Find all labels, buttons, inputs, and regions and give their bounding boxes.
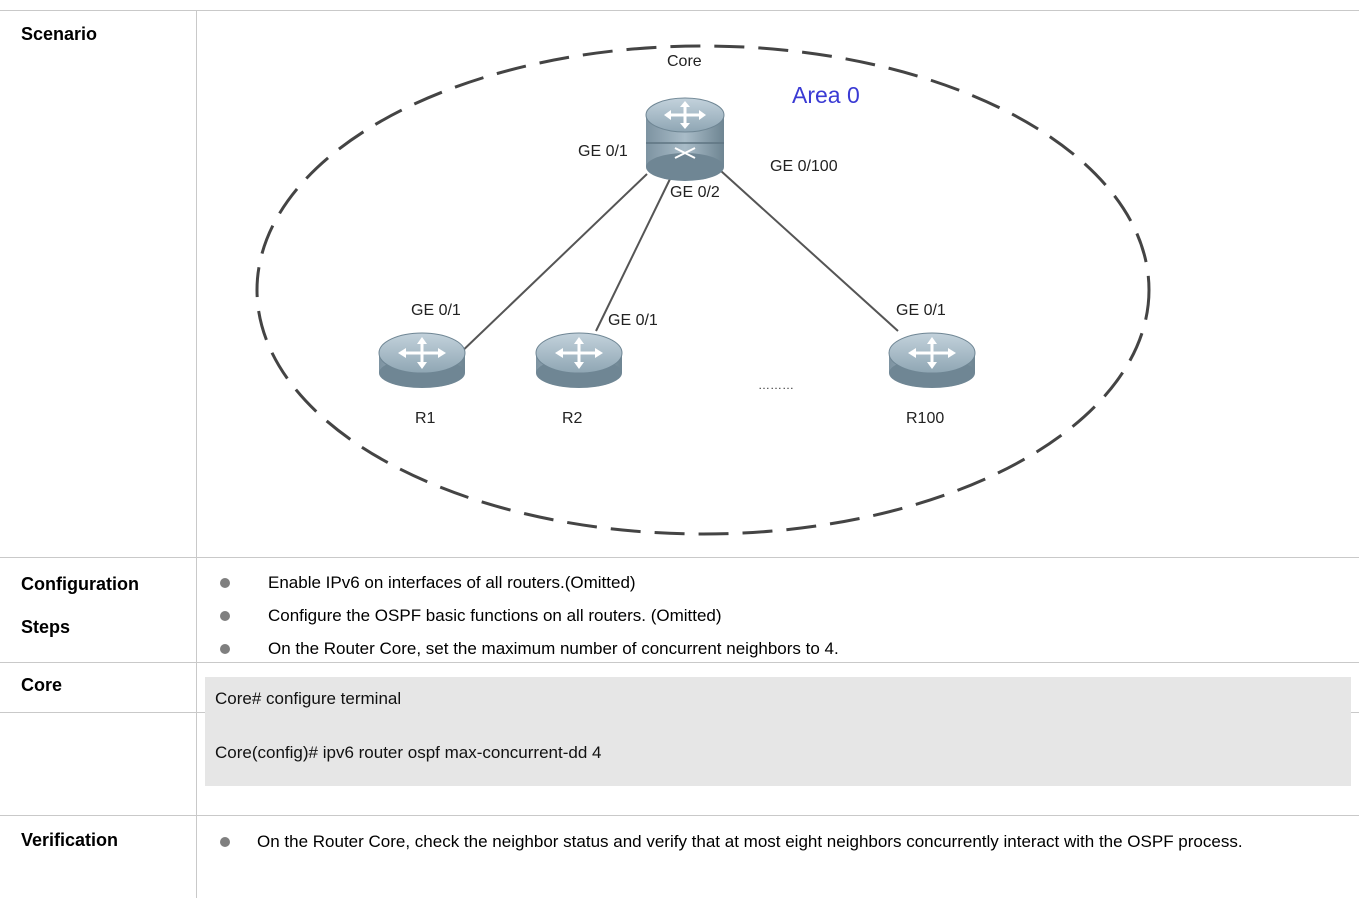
link-core-r1 bbox=[455, 173, 648, 358]
verification-label: Verification bbox=[21, 830, 119, 850]
router-r100-icon bbox=[888, 332, 976, 388]
bullet-icon bbox=[220, 611, 230, 621]
r100-name: R100 bbox=[906, 410, 944, 427]
table-column-divider bbox=[196, 10, 197, 898]
core-code-block: Core# configure terminal Core(config)# i… bbox=[205, 677, 1351, 786]
core-router-name: Core bbox=[667, 53, 702, 70]
bullet-icon bbox=[220, 644, 230, 654]
router-ellipsis: ……… bbox=[758, 378, 794, 392]
r2-port: GE 0/1 bbox=[608, 312, 658, 329]
core-port-ge0100: GE 0/100 bbox=[770, 158, 838, 175]
row-divider-core-bottom bbox=[0, 815, 1359, 816]
bullet-icon bbox=[220, 578, 230, 588]
verification-text-block: On the Router Core, check the neighbor s… bbox=[212, 826, 1350, 857]
r1-name: R1 bbox=[415, 410, 436, 427]
r100-port: GE 0/1 bbox=[896, 302, 946, 319]
core-port-ge02: GE 0/2 bbox=[670, 184, 720, 201]
core-port-ge01: GE 0/1 bbox=[578, 143, 628, 160]
router-r2-icon bbox=[535, 332, 623, 388]
bullet-icon bbox=[220, 836, 230, 847]
r1-port: GE 0/1 bbox=[411, 302, 461, 319]
configuration-steps-label-line2: Steps bbox=[21, 617, 71, 637]
network-topology-diagram: Core Area 0 GE 0/1 GE 0/2 GE 0/100 GE 0/… bbox=[255, 44, 1151, 536]
verification-text: On the Router Core, check the neighbor s… bbox=[257, 832, 1243, 851]
table-top-border bbox=[0, 10, 1359, 11]
core-router-icon bbox=[645, 97, 725, 181]
link-core-r2 bbox=[595, 178, 671, 332]
row-divider-config bbox=[0, 662, 1359, 663]
area-label: Area 0 bbox=[792, 82, 860, 108]
r2-name: R2 bbox=[562, 410, 583, 427]
link-core-r100 bbox=[720, 170, 899, 332]
row-divider-scenario bbox=[0, 557, 1359, 558]
config-step-text: On the Router Core, set the maximum numb… bbox=[268, 639, 839, 658]
code-line-2: Core(config)# ipv6 router ospf max-concu… bbox=[215, 743, 602, 762]
configuration-steps-label-line1: Configuration bbox=[21, 574, 139, 594]
router-r1-icon bbox=[378, 332, 466, 388]
config-step-text: Enable IPv6 on interfaces of all routers… bbox=[268, 573, 636, 592]
area-boundary-ellipse bbox=[255, 44, 1151, 536]
core-label: Core bbox=[21, 675, 63, 695]
scenario-label: Scenario bbox=[21, 24, 98, 44]
code-line-1: Core# configure terminal bbox=[215, 689, 402, 708]
config-step-text: Configure the OSPF basic functions on al… bbox=[268, 606, 722, 625]
